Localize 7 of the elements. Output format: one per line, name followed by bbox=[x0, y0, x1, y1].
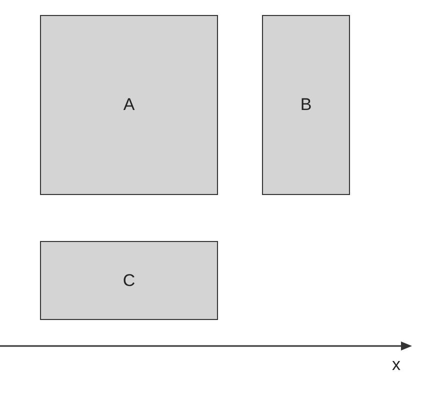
rectangle-box bbox=[40, 15, 218, 195]
box-label: C bbox=[122, 270, 136, 290]
rectangle-box bbox=[262, 15, 350, 195]
box-label: B bbox=[300, 95, 312, 115]
axis-label: x bbox=[392, 355, 400, 375]
box-label: A bbox=[123, 95, 135, 115]
rectangle-box bbox=[40, 241, 218, 320]
